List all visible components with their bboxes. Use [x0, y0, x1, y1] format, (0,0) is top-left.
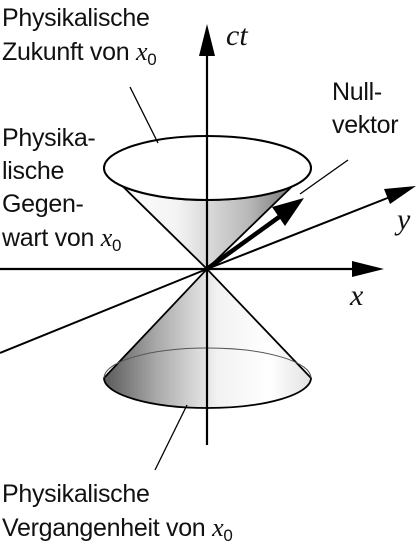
null-vector	[205, 210, 288, 271]
x-axis-label: x	[350, 279, 364, 312]
null-vector-arrowhead	[272, 198, 304, 226]
past-leader-line	[154, 404, 188, 471]
future-label: Physikalische Zukunft von x0	[2, 4, 157, 69]
past-label: Physikalische Vergangenheit von x0	[2, 480, 233, 545]
ct-axis-label: ct	[226, 19, 248, 52]
future-leader-line	[129, 86, 159, 144]
y-axis-label: y	[397, 203, 411, 236]
x-axis-arrowhead	[352, 261, 384, 277]
y-axis-right	[206, 196, 391, 270]
null-vector-leader-line	[299, 159, 349, 195]
present-label: Physika- lische Gegen- wart von x0	[2, 124, 122, 255]
y-axis-left	[0, 268, 208, 354]
ct-axis-arrowhead	[199, 24, 215, 56]
y-axis-arrowhead	[384, 186, 416, 204]
null-vector-label: Null- vektor	[332, 78, 399, 139]
